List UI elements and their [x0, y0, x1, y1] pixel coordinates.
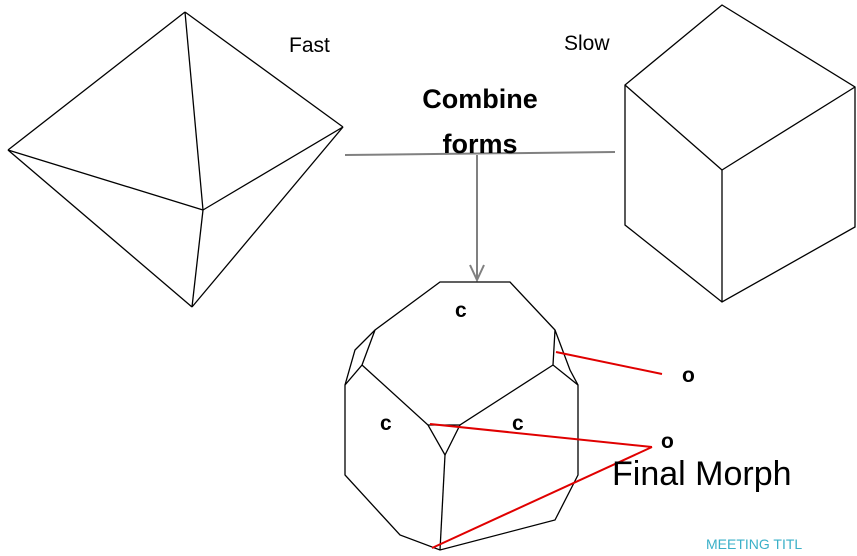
octahedron-shape	[7, 11, 344, 308]
face-o-label-2: o	[661, 430, 674, 453]
final-morphology-label: Final Morph	[612, 455, 792, 493]
face-c-left-label: c	[380, 412, 392, 435]
face-o-label: o	[682, 364, 695, 387]
face-c-right-label: c	[512, 412, 524, 435]
leader-lines	[429, 351, 663, 549]
combine-forms-label: Combine forms	[422, 84, 538, 159]
face-c-top-label: c	[455, 299, 467, 322]
combined-morphology-shape	[344, 281, 579, 551]
cube-shape	[624, 4, 856, 303]
meeting-title-footer: MEETING TITL	[706, 536, 803, 552]
combine-connector	[344, 151, 616, 283]
slow-label: Slow	[564, 32, 610, 55]
fast-label: Fast	[289, 34, 330, 57]
